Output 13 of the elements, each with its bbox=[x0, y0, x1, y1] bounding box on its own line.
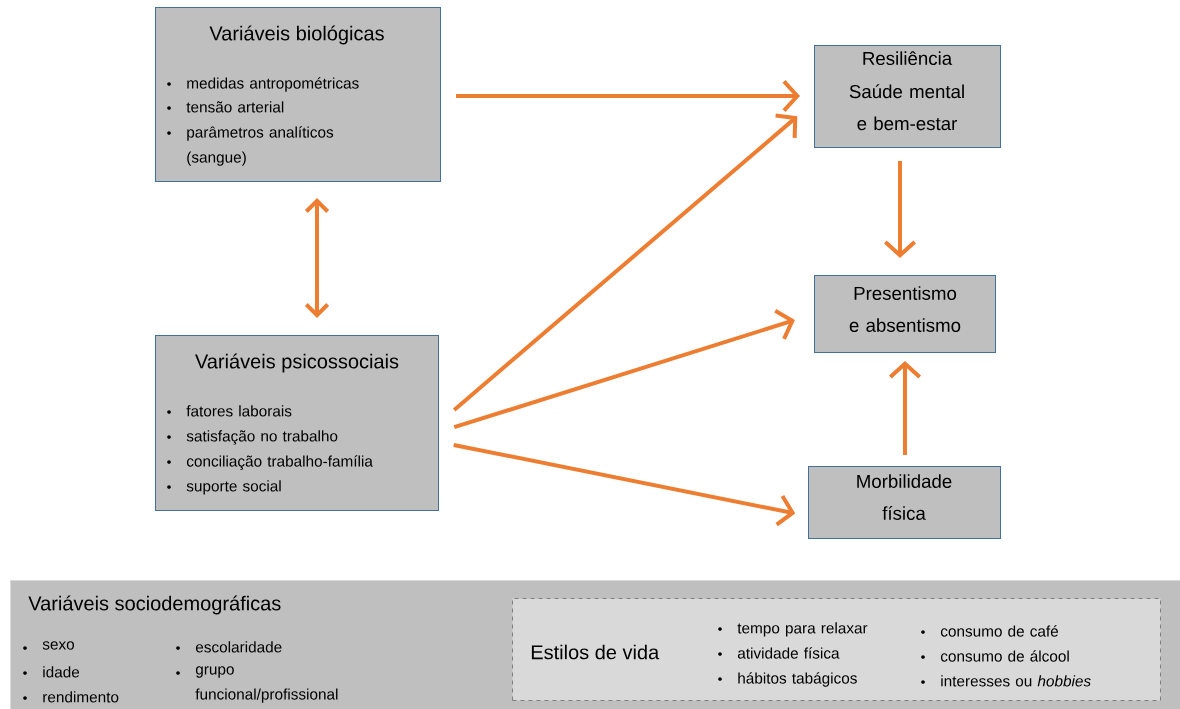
arrow bbox=[453, 309, 795, 430]
text-box: Morbilidade física bbox=[808, 466, 1001, 539]
arrow bbox=[452, 113, 798, 412]
arrow bbox=[456, 80, 800, 112]
arrow bbox=[889, 361, 922, 455]
double-arrow bbox=[304, 198, 330, 318]
dashed-box: Estilos de vida tempo para relaxar atividade física hábitos tabágicos consumo de café consumo de álcool interesses ou hobbies bbox=[512, 598, 1161, 701]
text-box: Resiliência Saúde mental e bem-estar bbox=[814, 45, 1001, 148]
text-box: Variáveis psicossociais fatores laborais satisfação no trabalho conciliação trabalho-família suporte social bbox=[155, 335, 439, 511]
arrow bbox=[884, 161, 916, 258]
text-box: Presentismo e absentismo bbox=[814, 275, 996, 353]
text-box: Variáveis biológicas medidas antropométricas tensão arterial parâmetros analíticos (sangue) bbox=[155, 7, 441, 182]
arrow bbox=[453, 442, 796, 527]
